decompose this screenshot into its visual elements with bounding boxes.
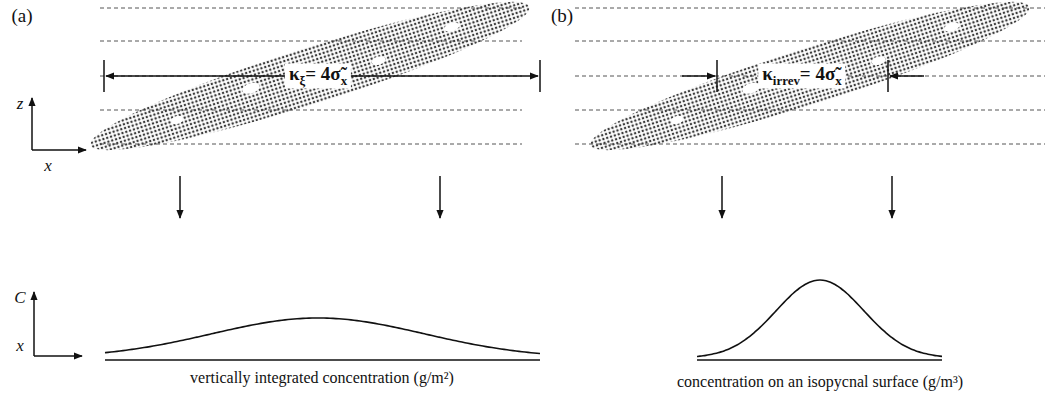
axis-label: z <box>17 95 24 114</box>
panel-letter: (b) <box>551 6 573 27</box>
formula-text: = 4σ̃ <box>305 63 340 84</box>
tracer-patch <box>82 0 538 172</box>
width-formula: κξ= 4σ̃x <box>285 63 351 88</box>
formula-text: κ <box>289 63 300 84</box>
formula-subscript: ξ <box>299 73 305 88</box>
axis-label: C <box>14 289 25 308</box>
axes <box>34 292 82 356</box>
formula-subscript: irrev <box>773 73 800 88</box>
formula-text: = 4σ̃ <box>800 63 835 84</box>
formula-subscript: x <box>835 73 841 88</box>
projection-arrow <box>180 176 892 218</box>
axis-label: x <box>16 337 24 356</box>
panel-letter: (a) <box>11 6 32 27</box>
caption-text: concentration on an isopycnal surface (g… <box>677 373 963 391</box>
width-formula: κirrev= 4σ̃x <box>758 63 845 88</box>
width-arrow <box>104 60 540 92</box>
caption-text: vertically integrated concentration (g/m… <box>190 369 454 387</box>
formula-subscript: x <box>341 73 347 88</box>
formula-text: κ <box>762 63 773 84</box>
axis-label: x <box>44 157 52 176</box>
baseline <box>105 359 942 361</box>
concentration-curve <box>105 318 540 354</box>
tracer-patch <box>582 0 1038 172</box>
concentration-curve <box>697 280 942 356</box>
axes <box>32 98 86 150</box>
width-arrow <box>682 60 924 92</box>
